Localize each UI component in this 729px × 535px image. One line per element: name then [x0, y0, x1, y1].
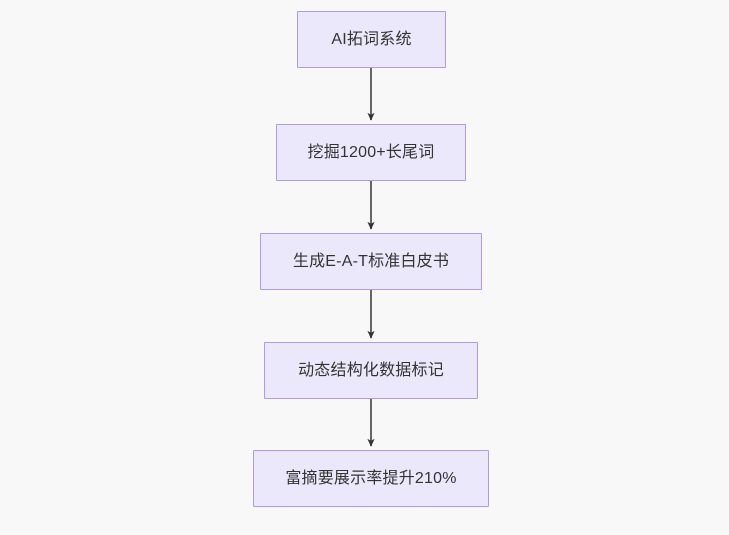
flow-node-structured-data-markup[interactable]: 动态结构化数据标记	[264, 342, 478, 399]
flow-node-rich-snippet-result[interactable]: 富摘要展示率提升210%	[253, 450, 489, 507]
flow-node-label: 生成E-A-T标准白皮书	[292, 252, 450, 270]
flow-node-eat-whitepaper[interactable]: 生成E-A-T标准白皮书	[260, 233, 482, 290]
flow-node-longtail-keywords[interactable]: 挖掘1200+长尾词	[276, 124, 466, 181]
flow-node-label: AI拓词系统	[331, 30, 412, 48]
flow-node-label: 富摘要展示率提升210%	[285, 469, 457, 487]
flow-node-ai-keyword-system[interactable]: AI拓词系统	[297, 11, 446, 68]
flow-node-label: 挖掘1200+长尾词	[307, 143, 435, 161]
flow-node-label: 动态结构化数据标记	[298, 361, 444, 379]
